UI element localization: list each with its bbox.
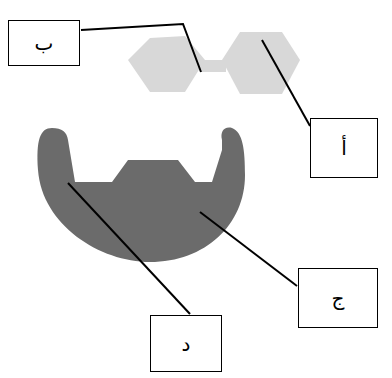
leader-line xyxy=(200,212,297,286)
leader-line xyxy=(262,40,310,126)
callout-letter: ب xyxy=(35,31,54,55)
leader-lines xyxy=(68,24,310,314)
enzyme xyxy=(38,128,245,262)
callout-letter: د xyxy=(182,332,191,356)
substrate-hexagon xyxy=(128,36,205,92)
callout-letter: أ xyxy=(341,136,347,160)
leader-line xyxy=(68,183,190,314)
substrate-bond xyxy=(200,60,226,72)
callout-letter: ج xyxy=(332,286,345,310)
callout-box: ب xyxy=(8,20,80,66)
leader-line xyxy=(81,24,201,72)
callout-box: د xyxy=(150,315,222,372)
substrate-hexagon xyxy=(222,32,300,94)
callout-box: ج xyxy=(298,268,378,328)
callout-box: أ xyxy=(310,118,378,178)
